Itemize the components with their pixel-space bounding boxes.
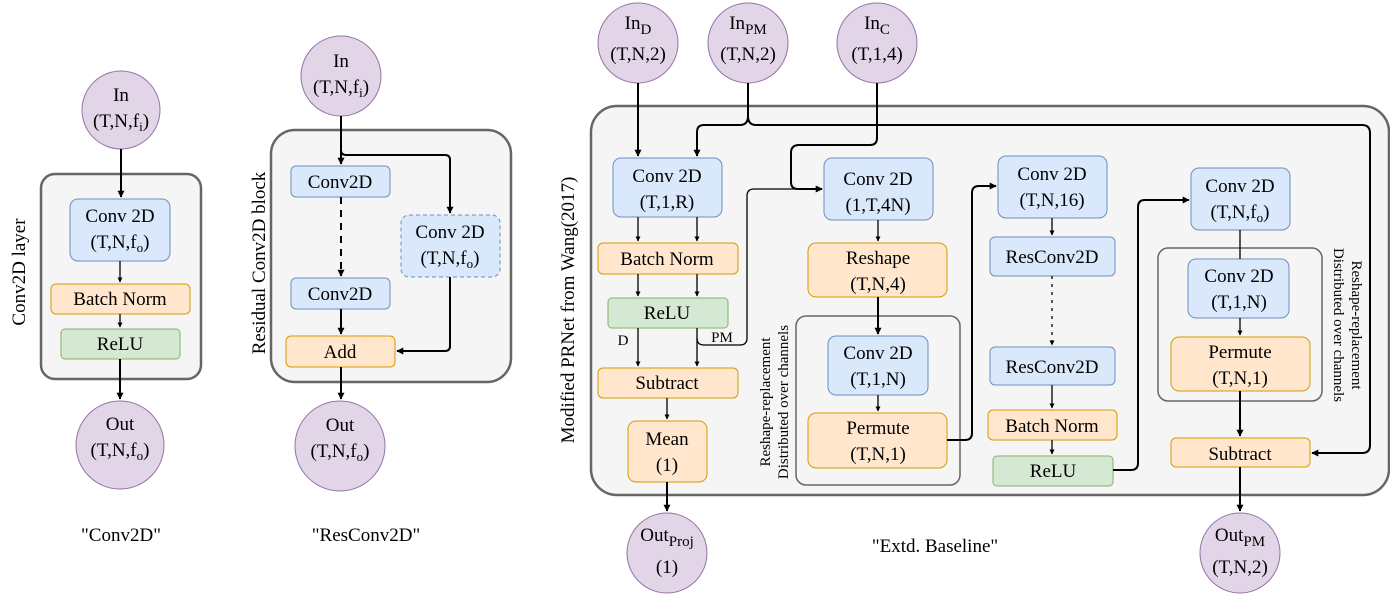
- resconv2d-input-node: [300, 35, 382, 117]
- col2-group-label-2: Distributed over channels: [776, 325, 792, 479]
- col1-conv-name: Conv 2D: [632, 166, 701, 187]
- col1-relu-box: [607, 297, 729, 329]
- resconv2d-skip-conv-name: Conv 2D: [415, 222, 484, 243]
- col2-reshape-shape: (T,N,4): [850, 274, 906, 295]
- col2-reshape-name: Reshape: [846, 248, 910, 269]
- conn-inpm-to-col4-subtract: [747, 115, 1371, 457]
- col3-conv-name: Conv 2D: [1017, 164, 1086, 185]
- input-pm-name: InPM: [729, 13, 767, 38]
- col4-permute-name: Permute: [1208, 342, 1271, 363]
- conv2d-output-name: Out: [106, 414, 135, 435]
- resconv2d-caption: "ResConv2D": [312, 525, 420, 546]
- extd-baseline-side-label: Modified PRNet from Wang(2017): [558, 177, 579, 444]
- conv2d-layer-side-label: Conv2D layer: [9, 218, 30, 326]
- col1-label-pm: PM: [711, 330, 733, 346]
- resconv2d-output-node: [294, 400, 386, 492]
- extd-baseline-panel: Modified PRNet from Wang(2017) InD (T,N,…: [558, 2, 1390, 594]
- resconv2d-input-name: In: [333, 51, 349, 72]
- col3-resconv-b-label: ResConv2D: [1006, 357, 1099, 378]
- col3-relu-label: ReLU: [1030, 461, 1077, 482]
- col4-conv-shape: (T,N,fo): [1211, 202, 1270, 225]
- col1-conv-shape: (T,1,R): [640, 192, 695, 213]
- col4-subtract-label: Subtract: [1208, 444, 1272, 465]
- output-proj-node: [626, 512, 708, 594]
- col4-conv-name: Conv 2D: [1205, 176, 1274, 197]
- col2-conv-shape: (1,T,4N): [845, 195, 910, 216]
- output-pm-name: OutPM: [1215, 525, 1265, 550]
- output-proj-name: OutProj: [640, 525, 694, 550]
- conn-col2-permute-to-col3-conv: [947, 182, 997, 441]
- resconv2d-skip-conv-shape: (T,N,fo): [421, 248, 480, 271]
- col4-inner-conv-name: Conv 2D: [1204, 266, 1273, 287]
- resconv2d-panel: Residual Conv2D block In (T,N,fi) Conv2D…: [249, 35, 513, 546]
- resconv2d-output-name: Out: [326, 415, 355, 436]
- col1-mean-shape: (1): [656, 455, 678, 476]
- conv2d-batchnorm-label: Batch Norm: [73, 289, 167, 310]
- col1-mean-name: Mean: [645, 429, 689, 450]
- input-d-shape: (T,N,2): [610, 44, 666, 65]
- col3-conv-shape: (T,N,16): [1019, 190, 1084, 211]
- resconv2d-output-shape: (T,N,fo): [311, 441, 370, 464]
- resconv2d-skip-merge-arrow: [396, 277, 451, 355]
- conv2d-input-shape: (T,N,fi): [93, 111, 149, 134]
- col2-group-label-1: Reshape-replacement: [758, 337, 774, 467]
- col1-subtract-label: Subtract: [635, 373, 699, 394]
- conn-col1-pm-to-col2-conv: [696, 186, 823, 346]
- col4-group-label-1: Reshape-replacement: [1348, 260, 1364, 390]
- col1-batchnorm-box: [597, 242, 739, 275]
- col4-group-label-2: Distributed over channels: [1330, 248, 1346, 402]
- col2-conv-name: Conv 2D: [843, 169, 912, 190]
- input-pm-node: [707, 2, 789, 84]
- input-c-shape: (T,1,4): [851, 44, 902, 65]
- conv2d-output-shape: (T,N,fo): [91, 440, 150, 463]
- resconv2d-skip-arrow: [340, 149, 454, 214]
- conv2d-output-node: [75, 400, 165, 490]
- col1-conv-box: [612, 157, 723, 218]
- resconv2d-conv-b-label: Conv2D: [308, 284, 372, 305]
- conn-col3-relu-to-col4-conv: [1113, 196, 1190, 471]
- col1-label-d: D: [618, 333, 629, 349]
- col4-inner-conv-box: [1187, 258, 1290, 319]
- col1-batchnorm-label: Batch Norm: [620, 249, 714, 270]
- resconv2d-input-shape: (T,N,fi): [313, 77, 369, 100]
- col2-permute-shape: (T,N,1): [850, 444, 906, 465]
- col4-permute-shape: (T,N,1): [1212, 368, 1268, 389]
- col3-batchnorm-label: Batch Norm: [1005, 416, 1099, 437]
- conv2d-layer-panel: Conv2D layer In (T,N,fi) Conv 2D (T,N,fo…: [9, 70, 203, 546]
- output-pm-shape: (T,N,2): [1212, 557, 1268, 578]
- output-pm-node: [1199, 512, 1281, 594]
- col1-subtract-box: [597, 367, 739, 399]
- resconv2d-add-label: Add: [324, 342, 357, 363]
- extd-baseline-caption: "Extd. Baseline": [872, 536, 998, 557]
- col2-inner-conv-name: Conv 2D: [843, 343, 912, 364]
- conv2d-input-name: In: [113, 85, 129, 106]
- resconv2d-conv-a-label: Conv2D: [308, 172, 372, 193]
- col2-permute-name: Permute: [846, 418, 909, 439]
- conv2d-conv-shape: (T,N,fo): [91, 232, 150, 255]
- col4-inner-conv-shape: (T,1,N): [1211, 292, 1267, 313]
- resconv2d-skip-conv-box: [400, 214, 501, 278]
- conv2d-conv-name: Conv 2D: [85, 206, 154, 227]
- conv2d-input-node: [81, 70, 161, 150]
- input-c-name: InC: [864, 13, 890, 38]
- conv2d-caption: "Conv2D": [81, 525, 161, 546]
- output-proj-shape: (1): [656, 557, 678, 578]
- col1-relu-label: ReLU: [644, 303, 691, 324]
- col2-inner-conv-shape: (T,1,N): [850, 369, 906, 390]
- input-d-name: InD: [625, 13, 652, 38]
- conn-inc-to-col2-conv: [790, 83, 878, 193]
- input-pm-shape: (T,N,2): [720, 44, 776, 65]
- resconv2d-side-label: Residual Conv2D block: [249, 171, 270, 354]
- col3-resconv-a-label: ResConv2D: [1006, 247, 1099, 268]
- conv2d-relu-label: ReLU: [97, 334, 144, 355]
